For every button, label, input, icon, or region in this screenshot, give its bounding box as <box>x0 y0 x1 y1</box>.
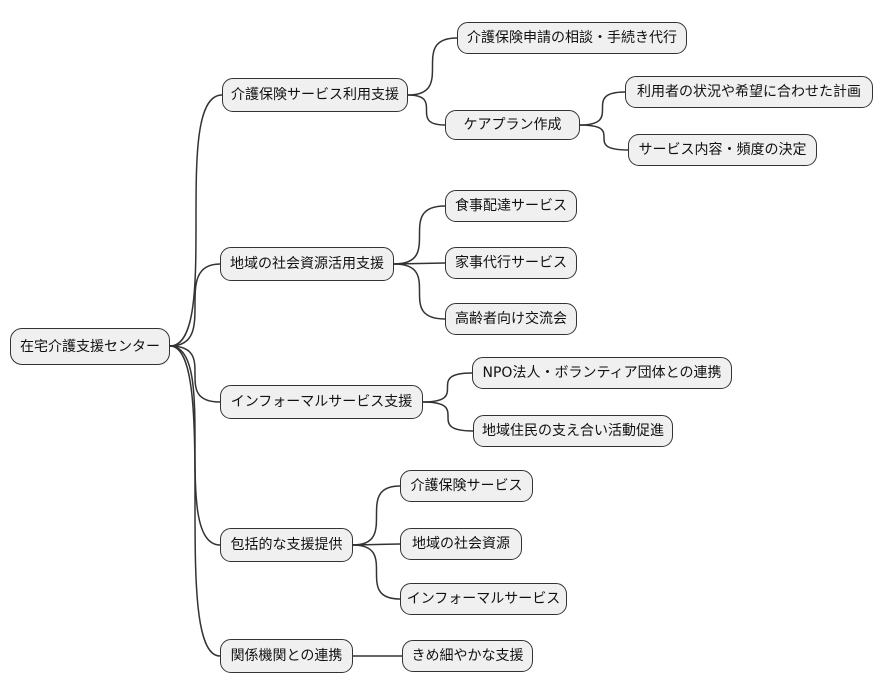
node-resident-mutual-aid: 地域住民の支え合い活動促進 <box>473 415 673 447</box>
edge-insurance-to-application <box>407 37 458 96</box>
edge-resources-to-housekeeping <box>393 262 446 265</box>
node-housekeeping-service: 家事代行サービス <box>445 247 577 279</box>
edge-comprehensive-to-insurance-service <box>352 485 401 546</box>
node-application-consult-proxy: 介護保険申請の相談・手続き代行 <box>457 22 687 54</box>
node-care-insurance-service: 介護保険サービス <box>400 470 533 502</box>
edge-informal-to-npo <box>422 372 473 403</box>
edge-resources-to-meetup <box>393 263 446 320</box>
edge-root-to-informal-support <box>169 345 221 403</box>
edge-careplan-to-tailored-plan <box>579 91 626 126</box>
node-informal-service: インフォーマルサービス <box>400 583 567 615</box>
node-agency-collaboration: 関係機関との連携 <box>220 639 353 673</box>
node-community-resource-support: 地域の社会資源活用支援 <box>220 247 394 281</box>
node-home-care-support-center: 在宅介護支援センター <box>10 328 170 365</box>
edge-informal-to-mutual-aid <box>422 401 474 432</box>
node-care-insurance-service-support: 介護保険サービス利用支援 <box>222 78 408 112</box>
edge-root-to-insurance-support <box>169 94 223 347</box>
edge-root-to-community-resources <box>169 263 221 347</box>
node-comprehensive-support: 包括的な支援提供 <box>220 528 353 562</box>
node-care-plan-creation: ケアプラン作成 <box>445 110 580 140</box>
node-meal-delivery-service: 食事配達サービス <box>445 190 577 222</box>
node-local-social-resources: 地域の社会資源 <box>400 528 522 560</box>
node-informal-service-support: インフォーマルサービス支援 <box>220 385 423 419</box>
edge-root-to-agency-collab <box>169 345 221 657</box>
node-plan-tailored-to-user: 利用者の状況や希望に合わせた計画 <box>625 76 873 108</box>
node-service-content-frequency: サービス内容・頻度の決定 <box>628 134 817 166</box>
edge-careplan-to-frequency <box>579 124 629 151</box>
node-npo-volunteer-collab: NPO法人・ボランティア団体との連携 <box>472 357 732 389</box>
edge-comprehensive-to-local-resources <box>352 543 401 546</box>
edge-comprehensive-to-informal-service <box>352 544 401 600</box>
node-fine-grained-support: きめ細やかな支援 <box>402 640 533 672</box>
edge-insurance-to-careplan <box>407 94 446 126</box>
node-senior-social-meetup: 高齢者向け交流会 <box>445 303 577 335</box>
edge-resources-to-meal <box>393 205 446 265</box>
